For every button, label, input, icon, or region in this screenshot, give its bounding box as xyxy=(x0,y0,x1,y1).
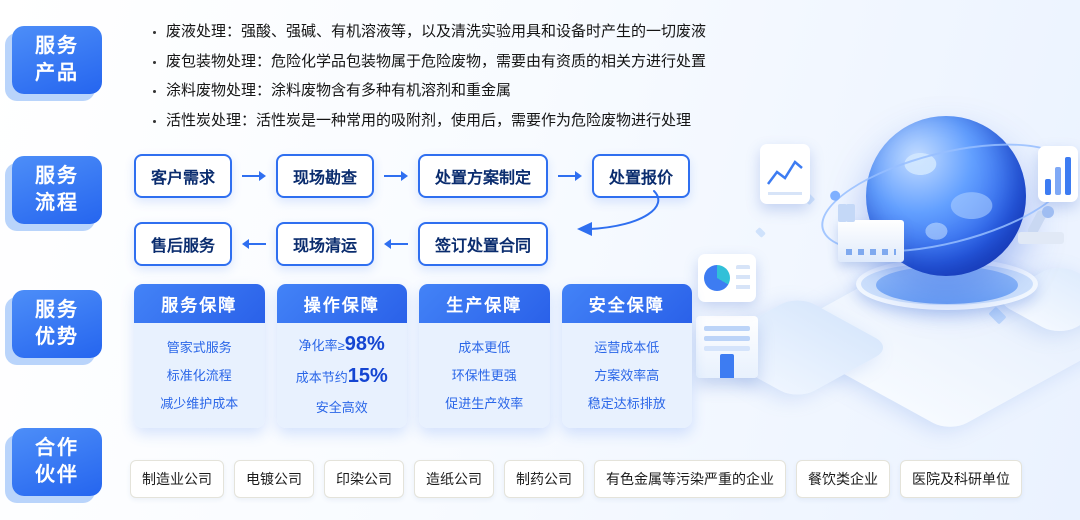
flow-step: 现场勘查 xyxy=(276,154,375,198)
badge-line: 优势 xyxy=(35,326,79,348)
card-body: 成本更低 环保性更强 促进生产效率 xyxy=(419,323,550,428)
building-icon xyxy=(696,316,758,378)
section-badge-products: 服务 产品 xyxy=(12,26,102,94)
pie-legend-lines xyxy=(736,265,750,291)
arrow-left-icon xyxy=(241,237,267,251)
stat-label: 净化率≥ xyxy=(298,338,345,353)
advantage-card-safety: 安全保障 运营成本低 方案效率高 稳定达标排放 xyxy=(561,284,692,428)
advantage-card-operation: 操作保障 净化率≥ 98% 成本节约 15% 安全高效 xyxy=(276,284,407,428)
card-title: 安全保障 xyxy=(561,284,692,323)
flow-row-bottom: 售后服务 现场清运 签订处置合同 xyxy=(134,222,734,266)
card-line: 管家式服务 xyxy=(166,340,232,355)
section-badge-partners: 合作 伙伴 xyxy=(12,428,102,496)
bar-chart-card-icon xyxy=(1038,146,1078,202)
pie-chart-card-icon xyxy=(698,254,756,302)
flow-row-top: 客户需求 现场勘查 处置方案制定 处置报价 xyxy=(134,154,734,198)
card-title: 服务保障 xyxy=(134,284,265,323)
card-line: 稳定达标排放 xyxy=(587,396,666,411)
arrow-right-icon xyxy=(241,169,267,183)
badge-line: 服务 xyxy=(35,165,79,187)
pie-icon xyxy=(704,265,730,291)
partner-tag: 有色金属等污染严重的企业 xyxy=(594,460,786,498)
product-list: 废液处理：强酸、强碱、有机溶液等，以及清洗实验用具和设备时产生的一切废液 废包装… xyxy=(150,14,775,139)
product-item: 废包装物处理：危险化学品包装物属于危险废物，需要由有资质的相关方进行处置 xyxy=(166,51,775,74)
flow-step: 签订处置合同 xyxy=(418,222,549,266)
partner-tag: 制造业公司 xyxy=(130,460,224,498)
product-item: 废液处理：强酸、强碱、有机溶液等，以及清洗实验用具和设备时产生的一切废液 xyxy=(166,21,775,44)
stat-purification-rate: 净化率≥ 98% xyxy=(299,333,385,356)
partner-tag: 餐饮类企业 xyxy=(796,460,890,498)
line-chart-card-icon xyxy=(760,144,810,204)
partner-tag: 医院及科研单位 xyxy=(900,460,1022,498)
card-body: 运营成本低 方案效率高 稳定达标排放 xyxy=(561,323,692,428)
card-title: 生产保障 xyxy=(419,284,550,323)
process-flow: 客户需求 现场勘查 处置方案制定 处置报价 售后服务 现场清运 签订处置合同 xyxy=(134,154,734,266)
card-body: 净化率≥ 98% 成本节约 15% 安全高效 xyxy=(276,323,407,428)
card-line: 减少维护成本 xyxy=(160,396,239,411)
arrow-left-icon xyxy=(383,237,409,251)
badge-line: 产品 xyxy=(35,62,79,84)
card-line: 运营成本低 xyxy=(594,340,660,355)
advantage-card-service: 服务保障 管家式服务 标准化流程 减少维护成本 xyxy=(134,284,265,428)
card-line: 方案效率高 xyxy=(594,368,660,383)
card-line: 成本更低 xyxy=(458,340,511,355)
card-body: 管家式服务 标准化流程 减少维护成本 xyxy=(134,323,265,428)
card-line: 安全高效 xyxy=(315,400,368,415)
arrow-right-icon xyxy=(383,169,409,183)
card-title: 操作保障 xyxy=(276,284,407,323)
partner-tag: 电镀公司 xyxy=(234,460,314,498)
partner-tag: 制药公司 xyxy=(504,460,584,498)
card-line: 标准化流程 xyxy=(166,368,232,383)
stat-label: 成本节约 xyxy=(295,370,348,385)
flow-step: 客户需求 xyxy=(134,154,233,198)
card-line: 促进生产效率 xyxy=(445,396,524,411)
arrow-right-icon xyxy=(557,169,583,183)
product-item: 活性炭处理：活性炭是一种常用的吸附剂，使用后，需要作为危险废物进行处理 xyxy=(166,110,775,133)
partner-tags: 制造业公司 电镀公司 印染公司 造纸公司 制药公司 有色金属等污染严重的企业 餐… xyxy=(130,460,1022,498)
eco-globe-illustration xyxy=(660,100,1080,445)
arrow-curve-icon xyxy=(572,188,672,245)
stat-cost-saving: 成本节约 15% xyxy=(296,365,388,388)
section-badge-advantages: 服务 优势 xyxy=(12,290,102,358)
advantage-cards: 服务保障 管家式服务 标准化流程 减少维护成本 操作保障 净化率≥ 98% 成本… xyxy=(134,284,692,428)
badge-line: 合作 xyxy=(35,437,79,459)
partner-tag: 造纸公司 xyxy=(414,460,494,498)
flow-step: 售后服务 xyxy=(134,222,233,266)
flow-step: 处置方案制定 xyxy=(418,154,549,198)
card-line: 环保性更强 xyxy=(451,368,517,383)
badge-line: 伙伴 xyxy=(35,464,79,486)
section-badge-process: 服务 流程 xyxy=(12,156,102,224)
cube-icon xyxy=(755,227,766,238)
robot-arm-icon xyxy=(1012,206,1070,244)
flow-step: 处置报价 xyxy=(592,154,691,198)
badge-line: 服务 xyxy=(35,35,79,57)
partner-tag: 印染公司 xyxy=(324,460,404,498)
badge-line: 服务 xyxy=(35,299,79,321)
factory-icon xyxy=(838,204,904,262)
advantage-card-production: 生产保障 成本更低 环保性更强 促进生产效率 xyxy=(419,284,550,428)
stat-value: 15% xyxy=(347,365,388,387)
product-item: 涂料废物处理：涂料废物含有多种有机溶剂和重金属 xyxy=(166,80,775,103)
badge-line: 流程 xyxy=(35,192,79,214)
flow-step: 现场清运 xyxy=(276,222,375,266)
stat-value: 98% xyxy=(344,333,385,355)
